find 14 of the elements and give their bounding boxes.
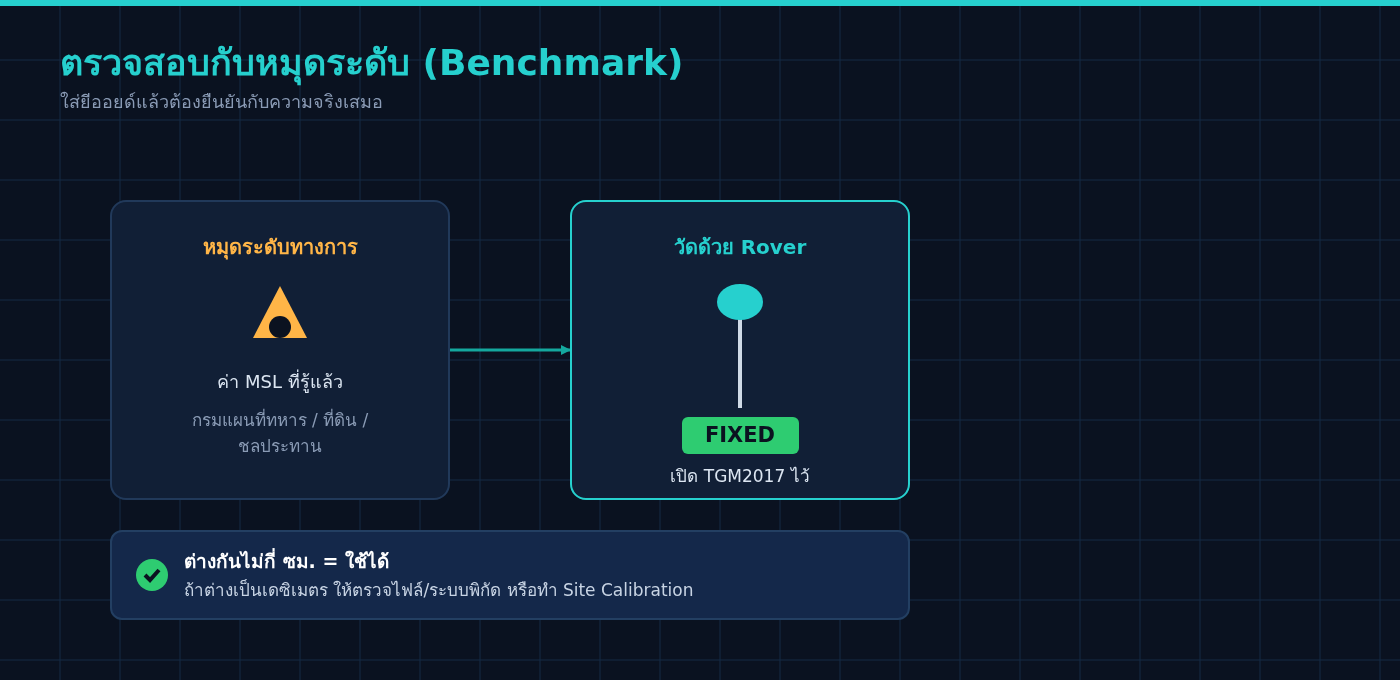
note-heading: ต่างกันไม่กี่ ซม. = ใช้ได้ <box>184 547 390 574</box>
card-text: ค่า MSL ที่รู้แล้ว <box>217 368 343 395</box>
note-text: ถ้าต่างเป็นเดซิเมตร ให้ตรวจไฟล์/ระบบพิกัด หรือทำ Site Calibration <box>184 578 694 602</box>
arrow <box>450 345 571 355</box>
benchmark-card <box>110 200 450 500</box>
card-heading: วัดด้วย Rover <box>673 234 807 261</box>
status-badge: FIXED <box>681 417 799 454</box>
card-heading: หมุดระดับทางการ <box>202 234 358 262</box>
card-text: เปิด TGM2017 ไว้ <box>670 465 810 488</box>
result-note-box <box>110 530 910 620</box>
card-note: กรมแผนที่ทหาร / ที่ดิน / ชลประทาน <box>190 407 370 458</box>
page-subtitle: ใส่ยีออยด์แล้วต้องยืนยันกับความจริงเสมอ <box>60 90 383 114</box>
rover-card <box>570 200 910 500</box>
page-title: ตรวจสอบกับหมุดระดับ (Benchmark) <box>60 40 684 86</box>
